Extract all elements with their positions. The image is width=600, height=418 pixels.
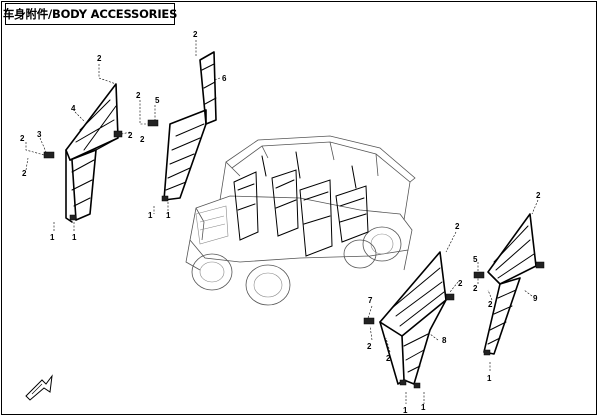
callout-2: 2 xyxy=(128,131,133,140)
leader-line xyxy=(531,199,539,215)
callout-1: 1 xyxy=(487,374,492,383)
page-title: 车身附件/BODY ACCESSORIES xyxy=(2,7,178,21)
callout-2: 2 xyxy=(458,279,463,288)
left-front-door-frame xyxy=(43,83,123,223)
leader-line xyxy=(139,100,156,125)
callout-1: 1 xyxy=(166,211,171,220)
leader-line xyxy=(98,64,117,85)
leader-line xyxy=(429,333,439,341)
callout-2: 2 xyxy=(455,222,460,231)
right-front-door-frame xyxy=(363,251,455,389)
callout-2: 2 xyxy=(97,54,102,63)
callout-6: 6 xyxy=(222,74,227,83)
leader-line xyxy=(367,305,373,319)
right-rear-door-frame xyxy=(473,213,545,356)
callout-2: 2 xyxy=(136,91,141,100)
leader-line xyxy=(153,202,169,214)
callout-2: 2 xyxy=(386,354,391,363)
left-rear-door-frame xyxy=(147,51,217,202)
callout-2: 2 xyxy=(367,342,372,351)
callout-9: 9 xyxy=(533,294,538,303)
callout-2: 2 xyxy=(536,191,541,200)
callout-1: 1 xyxy=(403,406,408,415)
leader-line xyxy=(449,281,459,293)
callout-1: 1 xyxy=(421,403,426,412)
forward-arrow-icon xyxy=(25,374,53,401)
leader-line xyxy=(405,392,425,404)
callout-7: 7 xyxy=(368,296,373,305)
vehicle-illustration xyxy=(185,135,416,306)
leader-line xyxy=(445,231,457,253)
leader-line xyxy=(74,111,86,123)
callout-2: 2 xyxy=(22,169,27,178)
leader-line xyxy=(53,222,75,232)
leader-line xyxy=(385,337,391,353)
callout-5: 5 xyxy=(473,255,478,264)
callout-5: 5 xyxy=(155,96,160,105)
callout-2: 2 xyxy=(488,300,493,309)
leader-line xyxy=(487,289,493,301)
leader-line xyxy=(369,325,373,341)
callout-1: 1 xyxy=(72,233,77,242)
leader-line xyxy=(25,137,47,156)
callout-1: 1 xyxy=(148,211,153,220)
leader-line xyxy=(121,131,131,135)
callout-2: 2 xyxy=(20,134,25,143)
title-box: 车身附件/BODY ACCESSORIES xyxy=(2,3,178,25)
leader-line xyxy=(213,77,221,81)
leader-line xyxy=(523,289,533,297)
callout-2: 2 xyxy=(140,135,145,144)
callout-4: 4 xyxy=(71,104,76,113)
callout-1: 1 xyxy=(50,233,55,242)
callout-8: 8 xyxy=(442,336,447,345)
callout-2: 2 xyxy=(473,284,478,293)
callout-2: 2 xyxy=(193,30,198,39)
callout-3: 3 xyxy=(37,130,42,139)
